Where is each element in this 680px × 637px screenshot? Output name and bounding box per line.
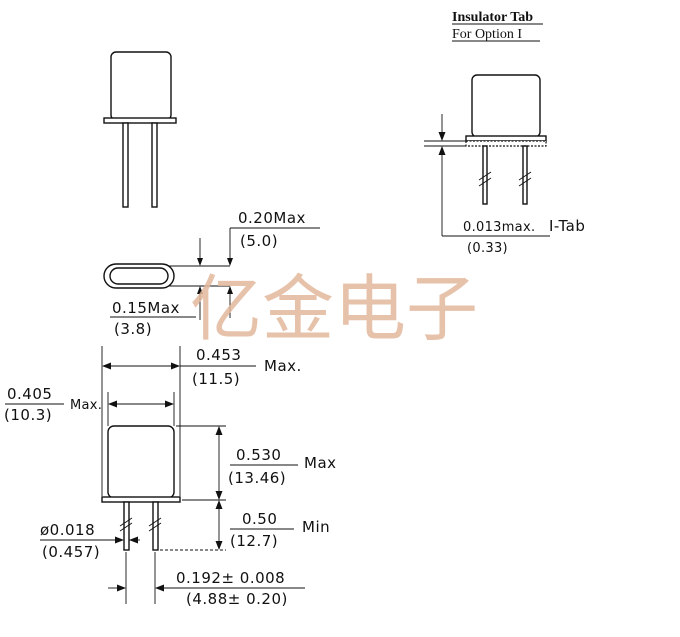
lead-len-mm: (12.7) (230, 532, 278, 550)
side-inner (109, 267, 169, 285)
arrow (165, 400, 174, 408)
side-view: 0.20Max (5.0) 0.15Max (3.8) (103, 209, 320, 338)
watermark: 亿金电子 (190, 267, 478, 351)
arrow (155, 584, 164, 592)
side-width-mm: (3.8) (114, 320, 152, 338)
body-mm: (10.3) (4, 406, 52, 424)
small-can-body (110, 51, 172, 121)
arrow (215, 541, 223, 550)
pitch-in: 0.192± 0.008 (176, 569, 285, 587)
lead-dia-mm: (0.457) (42, 543, 100, 561)
lead-break-left (478, 171, 492, 187)
tab-can-flange (465, 135, 547, 142)
tab-thickness-mm: (0.33) (467, 241, 508, 256)
flange-suffix: Max. (264, 357, 302, 375)
arrow (171, 362, 180, 370)
arrow (108, 400, 117, 408)
main-break-left (119, 517, 133, 532)
height-mm: (13.46) (228, 469, 286, 487)
insulator-tab-title: Insulator Tab (452, 10, 533, 25)
arrow-down (438, 132, 446, 141)
lead-len-suffix: Min (302, 518, 330, 536)
arrow (227, 286, 233, 294)
body-in: 0.405 (7, 385, 52, 403)
arrow (129, 536, 138, 544)
flange-mm: (11.5) (192, 370, 240, 388)
arrow-up (438, 146, 446, 155)
front-view-small (103, 51, 177, 208)
main-lead-left (123, 501, 130, 551)
lead-len-in: 0.50 (242, 510, 277, 528)
main-can-flange (101, 496, 181, 503)
arrow (117, 584, 126, 592)
tab-can-body (471, 74, 541, 138)
arrow (197, 286, 203, 294)
side-width-in: 0.15Max (112, 299, 180, 317)
arrow (215, 426, 223, 435)
height-in: 0.530 (236, 446, 281, 464)
arrow (115, 536, 124, 544)
arrow (215, 491, 223, 500)
small-lead-right (151, 122, 158, 208)
insulator-tab-view: Insulator Tab For Option I 0.013max. I-T… (424, 10, 585, 256)
main-break-right (148, 517, 162, 532)
arrow (102, 362, 111, 370)
tab-label: I-Tab (549, 217, 585, 235)
lead-break-right (518, 171, 532, 187)
side-height-in: 0.20Max (238, 209, 306, 227)
small-lead-left (122, 122, 129, 208)
arrow (215, 500, 223, 509)
arrow (197, 258, 203, 266)
main-can-body (107, 425, 175, 499)
main-lead-right (152, 501, 159, 551)
front-view-main: 0.453 (11.5) Max. 0.405 (10.3) Max. 0.53… (4, 346, 337, 608)
insulator-tab-subtitle: For Option I (452, 27, 522, 42)
side-height-mm: (5.0) (240, 232, 278, 250)
body-suffix: Max. (70, 398, 102, 413)
arrow (227, 258, 233, 266)
flange-in: 0.453 (196, 346, 241, 364)
insulator-tab (465, 140, 547, 147)
pitch-mm: (4.88± 0.20) (186, 590, 288, 608)
small-can-flange (103, 117, 177, 124)
lead-dia-in: ø0.018 (40, 521, 95, 539)
tab-thickness: 0.013max. (463, 220, 535, 235)
height-suffix: Max (304, 454, 337, 472)
